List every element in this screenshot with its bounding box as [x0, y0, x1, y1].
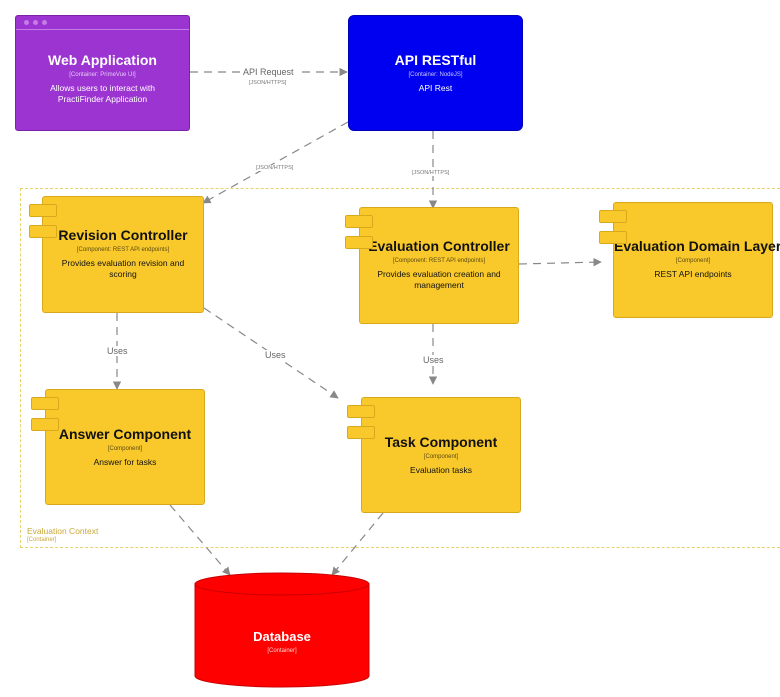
node-description: Provides evaluation revision and scoring [61, 258, 185, 279]
edge-api-to-revision [202, 121, 349, 204]
component-tab-icon [599, 210, 627, 223]
database-cylinder-icon [194, 572, 370, 688]
edge-tech-api-evaluation: [JSON/HTTPS] [412, 170, 450, 176]
node-title: Database [253, 629, 311, 644]
edge-label-revision-answer: Uses [105, 346, 130, 356]
node-tech: [Component] [423, 454, 459, 460]
node-tech: [Component] [675, 258, 711, 264]
edge-tech-api-revision: [JSON/HTTPS] [256, 165, 294, 171]
window-dot-icon [33, 20, 38, 25]
node-description: REST API endpoints [654, 269, 732, 279]
node-description: Allows users to interact with PractiFind… [50, 83, 155, 104]
edge-label-api-request: API Request [241, 67, 296, 77]
edge-task-to-db [331, 512, 384, 576]
node-title: API RESTful [394, 52, 477, 68]
node-description: Evaluation tasks [410, 465, 472, 475]
revision-controller-node[interactable]: Revision Controller [Component: REST API… [42, 196, 204, 313]
component-tab-icon [345, 236, 373, 249]
component-tab-icon [29, 225, 57, 238]
node-tech: [Component: REST API endpoints] [76, 247, 170, 253]
node-title: Evaluation Domain Layer [614, 238, 780, 254]
node-title: Answer Component [58, 426, 192, 442]
component-tab-icon [31, 397, 59, 410]
node-tech: [Container: NodeJS] [408, 72, 463, 78]
node-description: Provides evaluation creation and managem… [377, 269, 501, 290]
window-dot-icon [42, 20, 47, 25]
answer-component-node[interactable]: Answer Component [Component] Answer for … [45, 389, 205, 505]
evaluation-context-boundary [20, 188, 780, 548]
database-node[interactable]: Database [Container] [194, 572, 370, 692]
component-tab-icon [31, 418, 59, 431]
evaluation-domain-layer-node[interactable]: Evaluation Domain Layer [Component] REST… [613, 202, 780, 318]
api-restful-node[interactable]: API RESTful [Container: NodeJS] API Rest [348, 15, 523, 131]
task-component-node[interactable]: Task Component [Component] Evaluation ta… [361, 397, 521, 513]
edge-answer-to-db [169, 504, 231, 576]
node-tech: [Container: PrimeVue UI] [69, 72, 136, 78]
boundary-tech: [Container] [27, 537, 57, 543]
web-application-node[interactable]: Web Application [Container: PrimeVue UI]… [15, 15, 190, 131]
evaluation-controller-node[interactable]: Evaluation Controller [Component: REST A… [359, 207, 519, 324]
node-title: Evaluation Controller [368, 238, 510, 254]
node-title: Revision Controller [58, 227, 188, 243]
component-tab-icon [347, 405, 375, 418]
node-title: Task Component [384, 434, 498, 450]
node-tech: [Component] [107, 446, 143, 452]
window-dot-icon [24, 20, 29, 25]
component-tab-icon [347, 426, 375, 439]
node-description: Answer for tasks [93, 457, 157, 467]
edge-label-revision-task: Uses [263, 350, 288, 360]
component-tab-icon [599, 231, 627, 244]
component-tab-icon [29, 204, 57, 217]
node-tech: [Container] [267, 648, 297, 654]
component-tab-icon [345, 215, 373, 228]
window-titlebar [16, 16, 189, 30]
edge-label-evaluation-task: Uses [421, 355, 446, 365]
edge-tech-web-api: [JSON/HTTPS] [249, 80, 287, 86]
edge-evaluation-to-domain [518, 257, 602, 267]
node-description: API Rest [418, 83, 453, 93]
boundary-title: Evaluation Context [27, 526, 99, 536]
node-tech: [Component: REST API endpoints] [392, 258, 486, 264]
node-title: Web Application [48, 52, 157, 68]
